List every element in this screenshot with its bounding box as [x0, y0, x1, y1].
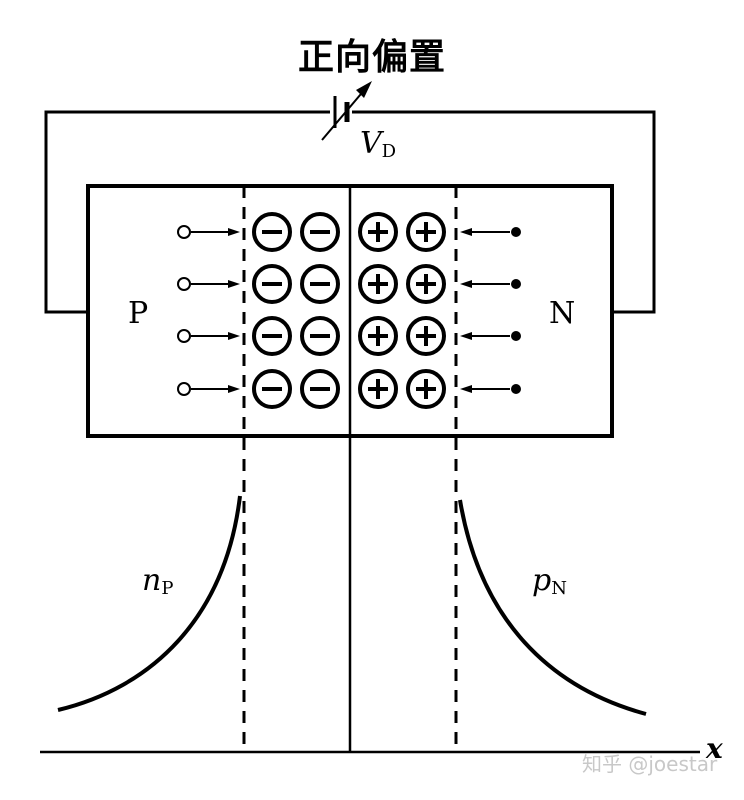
variable-arrowhead [356, 81, 372, 98]
negative-ion [300, 212, 340, 252]
electron-carrier [460, 279, 521, 289]
voltage-label: VD [360, 126, 396, 162]
negative-ion [252, 369, 292, 409]
positive-ion [358, 264, 398, 304]
carrier-layer [177, 225, 521, 396]
negative-ion [300, 264, 340, 304]
electron-concentration-curve [57, 495, 242, 712]
positive-ion [358, 369, 398, 409]
circuit-wire [44, 110, 330, 314]
voltage-symbol: V [360, 126, 382, 161]
positive-ion [358, 212, 398, 252]
voltage-subscript: D [381, 141, 397, 162]
negative-ion [252, 264, 292, 304]
hole-carrier [177, 329, 240, 343]
hole-subscript: N [551, 578, 567, 599]
variable-arrow [321, 87, 367, 141]
positive-ion [406, 316, 446, 356]
p-region-label: P [128, 296, 149, 331]
watermark: 知乎 @joestar [582, 752, 718, 776]
negative-ion [252, 212, 292, 252]
negative-ion [252, 316, 292, 356]
ion-layer [252, 212, 446, 409]
electron-carrier [460, 227, 521, 237]
positive-ion [406, 369, 446, 409]
positive-ion [406, 212, 446, 252]
negative-ion [300, 316, 340, 356]
electron-concentration-label: nP [142, 563, 173, 599]
diagram-title: 正向偏置 [297, 37, 446, 78]
electron-carrier [460, 331, 521, 341]
positive-ion [358, 316, 398, 356]
negative-ion [300, 369, 340, 409]
hole-carrier [177, 382, 240, 396]
electron-symbol: n [142, 563, 162, 598]
circuit-wire-right [352, 110, 656, 314]
hole-carrier [177, 225, 240, 239]
hole-carrier [177, 277, 240, 291]
n-region-label: N [549, 296, 576, 331]
hole-concentration-label: pN [532, 563, 567, 599]
hole-concentration-curve [458, 499, 647, 716]
positive-ion [406, 264, 446, 304]
hole-symbol: p [532, 563, 552, 598]
electron-carrier [460, 384, 521, 394]
electron-subscript: P [161, 578, 174, 599]
x-axis-label: x [706, 732, 723, 765]
